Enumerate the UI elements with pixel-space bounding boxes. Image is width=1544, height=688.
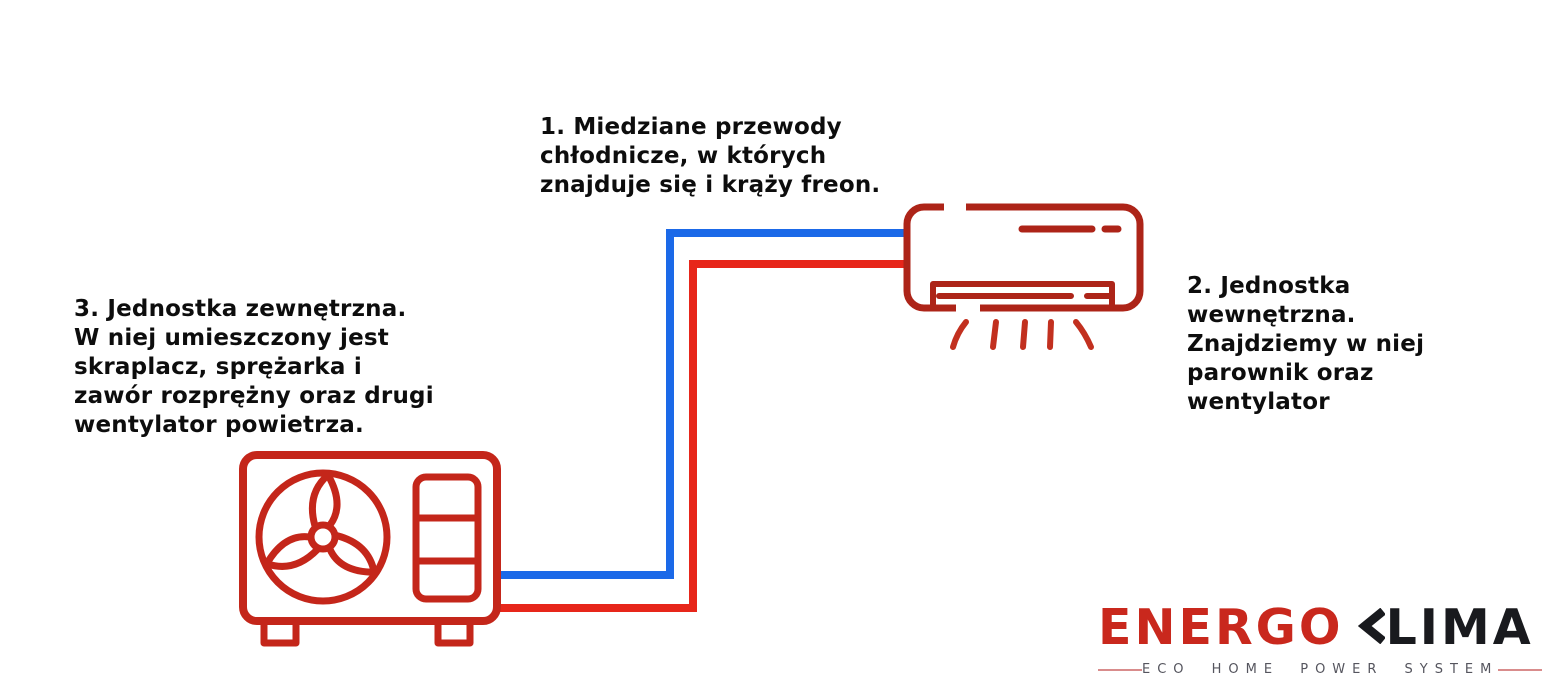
indoor-outline-gap-bottom	[956, 302, 980, 314]
brand-energo: ENERGO	[1098, 599, 1344, 656]
tagline-rule-right	[1498, 669, 1543, 671]
outdoor-ac-unit-icon	[239, 451, 501, 647]
energo-klima-logo: ENERGO LIMA ECO HOME POWER SYSTEM	[1098, 599, 1543, 678]
airflow-lines-icon	[950, 319, 1094, 350]
indoor-wall-ac-unit-icon	[903, 203, 1144, 312]
logo-tagline: ECO HOME POWER SYSTEM	[1098, 662, 1543, 678]
chevron-k-glyph	[1357, 608, 1385, 644]
brand-klima: LIMA	[1385, 599, 1534, 656]
fan-propeller-icon	[255, 469, 391, 605]
refrigerant-pipe-cold	[497, 229, 907, 579]
label-outdoor-unit: 3. Jednostka zewnętrzna. W niej umieszcz…	[74, 296, 434, 438]
brand-wordmark: ENERGO LIMA	[1098, 599, 1531, 656]
tagline-text: ECO HOME POWER SYSTEM	[1142, 662, 1499, 677]
label-copper-pipes: 1. Miedziane przewody chłodnicze, w któr…	[540, 114, 881, 198]
indoor-outline-gap-top	[944, 200, 966, 212]
refrigerant-pipe-hot	[497, 260, 907, 612]
tagline-rule-left	[1098, 669, 1142, 671]
label-indoor-unit: 2. Jednostka wewnętrzna. Znajdziemy w ni…	[1187, 273, 1425, 415]
